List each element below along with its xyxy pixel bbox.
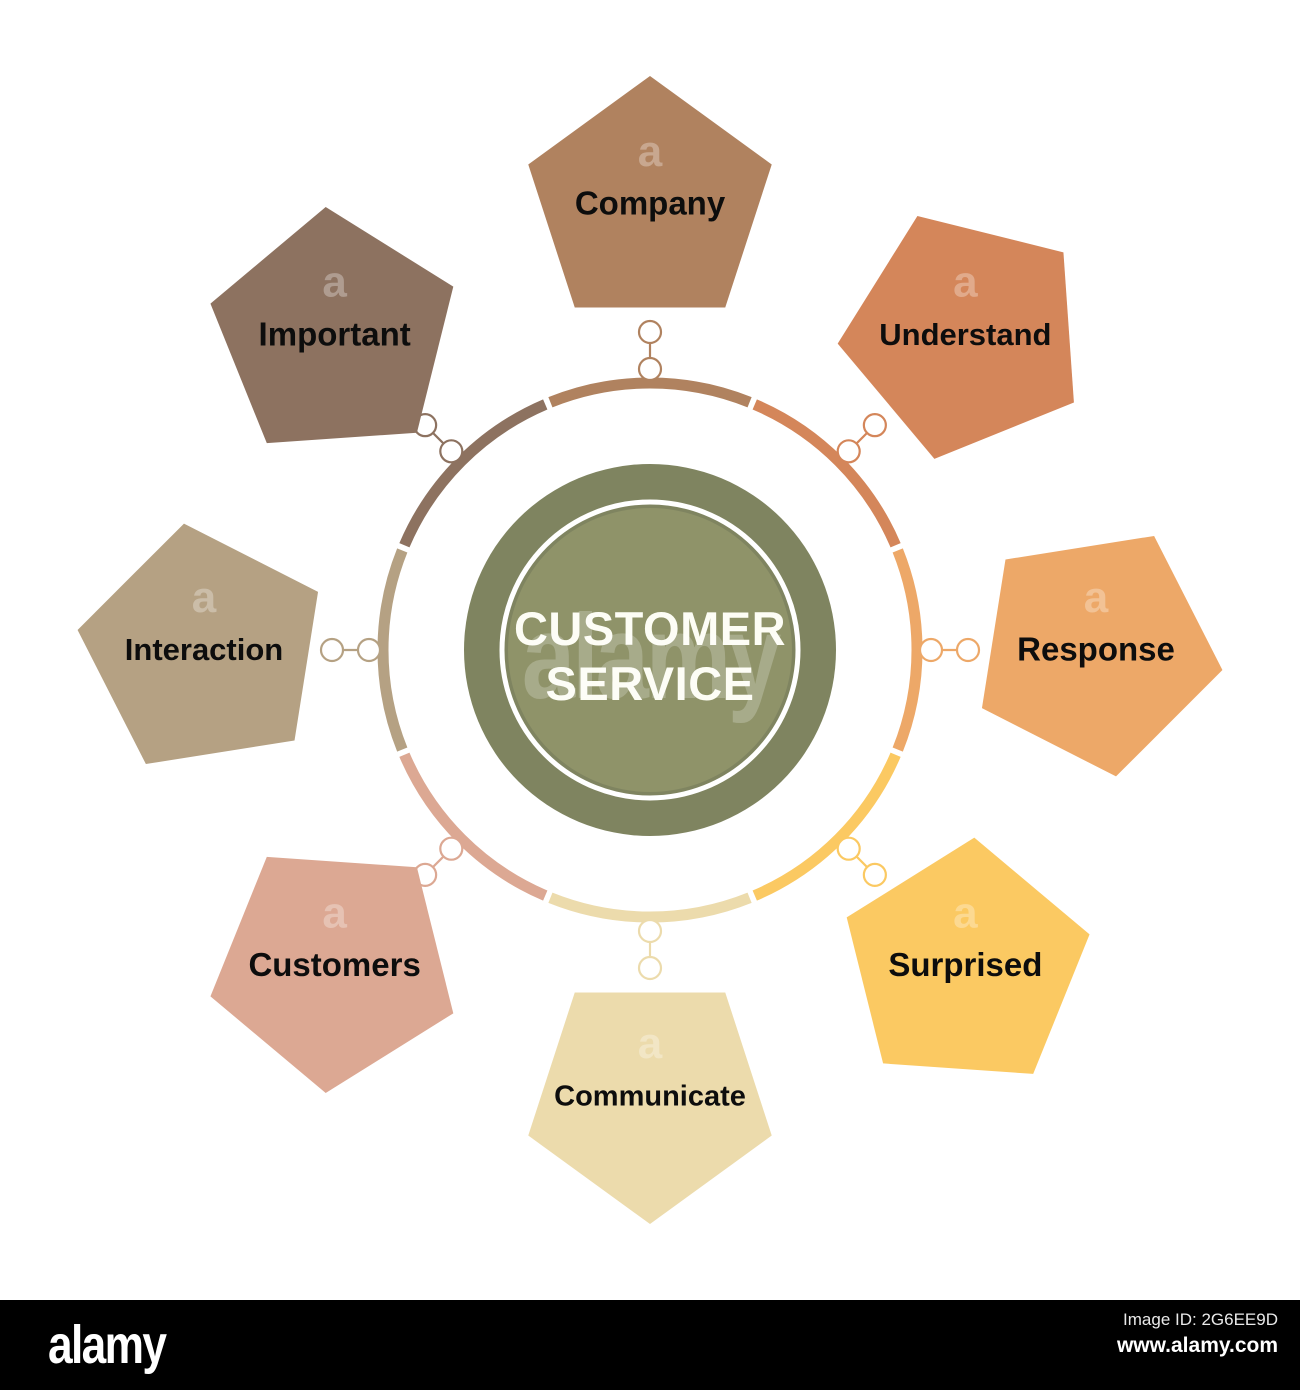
ring-segment [892,548,923,752]
connector-dot [862,862,887,887]
ring-segment [548,892,752,923]
pentagon-shape[interactable] [805,170,1117,476]
connector-dot [319,637,345,663]
node-connector [918,637,981,663]
connector-dot [356,637,382,663]
footer-meta: Image ID: 2G6EE9D www.alamy.com [1117,1308,1278,1360]
pentagon-shape-group: a [801,805,1107,1117]
connector-dot [955,637,981,663]
pentagon-label: Response [1017,631,1175,668]
node-connector [836,413,887,464]
center-inner-circle [508,508,792,792]
pentagon-shape[interactable] [919,473,1255,809]
pentagon-shape-group: a [805,170,1117,476]
node-connector [637,918,663,981]
shape-watermark: a [953,258,978,307]
pentagon-label: Company [575,185,726,222]
shape-watermark: a [953,888,978,937]
shape-watermark: a [638,1019,663,1068]
connector-dot [918,637,944,663]
node-connector [413,413,464,464]
center-title-line1: CUSTOMER [514,602,786,655]
pentagon-shape-group: a [919,473,1255,809]
center-ring-stroke [499,499,801,801]
pentagon-label: Understand [879,317,1051,352]
shape-watermark: a [192,573,217,622]
shape-watermark: a [1084,573,1109,622]
connector-dot [637,918,663,944]
ring-segment [752,752,901,901]
outer-ring-segments [377,377,923,923]
pentagon-shape[interactable] [45,491,381,827]
alamy-logo: alamy [48,1315,167,1375]
connector-dot [439,836,464,861]
pentagon-label: Surprised [888,946,1042,983]
node-connector [836,836,887,887]
pentagon-shape-group: a [528,76,772,308]
connector-dot [836,836,861,861]
pentagon-label: Interaction [125,632,283,667]
pentagon-shape[interactable] [193,814,499,1126]
ring-segment [548,377,752,408]
connector-dot [862,413,887,438]
customer-service-diagram: aCompanyaUnderstandaResponseaSurprisedaC… [45,76,1255,1224]
node-connector [319,637,382,663]
ring-segment [399,752,548,901]
shape-watermark: a [322,888,347,937]
pentagon-shape[interactable] [528,76,772,308]
center-title-line2: SERVICE [546,657,755,710]
ring-segment [377,548,408,752]
pentagon-shape[interactable] [193,174,499,486]
pentagon-label: Customers [248,946,420,983]
connector-dot [637,356,663,382]
pentagon-shape-group: a [528,992,772,1224]
connector-dot [439,439,464,464]
connector-dot [637,319,663,345]
shape-watermark: a [638,127,663,176]
connector-lines [319,319,981,981]
pentagon-label: Important [259,315,411,352]
pentagon-shape-group: a [193,814,499,1126]
connector-dot [836,439,861,464]
pentagon-shape[interactable] [528,992,772,1224]
footer-bar: alamy Image ID: 2G6EE9D www.alamy.com [0,1300,1300,1390]
ring-segment [752,399,901,548]
alamy-url-text: www.alamy.com [1116,1334,1278,1357]
pentagon-shape[interactable] [801,805,1107,1117]
pentagon-shape-group: a [45,491,381,827]
pentagon-nodes: aCompanyaUnderstandaResponseaSurprisedaC… [45,76,1255,1224]
shape-watermark: a [322,258,347,307]
node-connector [637,319,663,382]
image-id-text: Image ID: 2G6EE9D [1123,1310,1278,1329]
connector-dot [637,955,663,981]
pentagon-label: Communicate [554,1081,746,1113]
pentagon-shape-group: a [193,174,499,486]
ring-segment [399,399,548,548]
node-connector [413,836,464,887]
